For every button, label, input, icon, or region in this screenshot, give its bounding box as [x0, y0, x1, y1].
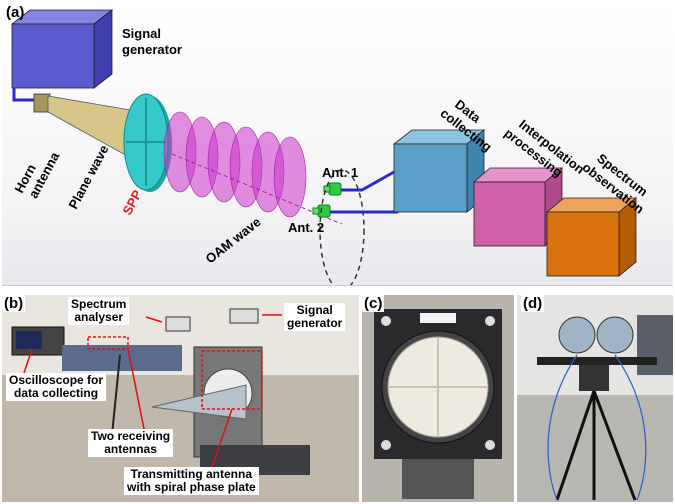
spectrum-box — [545, 197, 638, 277]
data-collecting-box — [392, 129, 486, 213]
horn-antenna-label: Hornantenna — [11, 142, 62, 203]
signal-generator-box — [10, 9, 114, 89]
plane-wave-label: Plane wave — [65, 142, 111, 211]
ant1-label: Ant. 1 — [322, 165, 358, 180]
generator-cable — [12, 88, 42, 102]
receiving-antennas-photo — [517, 295, 673, 502]
antenna-1 — [323, 182, 342, 196]
spp-plate-photo — [362, 295, 514, 502]
spp-disc — [123, 93, 172, 192]
panel-b-label: (b) — [2, 295, 26, 312]
spectrum-analyser-device — [165, 316, 191, 332]
spp-label: SPP — [119, 187, 145, 217]
ant2-label: Ant. 2 — [288, 220, 324, 235]
panel-d-photo: (d) — [517, 295, 673, 502]
antenna-dashed-loop — [319, 169, 365, 285]
panel-c-photo: (c) — [362, 295, 514, 502]
signal-generator-device — [229, 308, 259, 324]
oam-wave-spiral — [163, 111, 307, 218]
horn-in-photo — [151, 384, 247, 420]
oam-wave-label: OAM wave — [203, 214, 264, 266]
panel-a-label: (a) — [6, 4, 25, 21]
panel-c-label: (c) — [362, 295, 385, 312]
panel-d-label: (d) — [521, 295, 545, 312]
